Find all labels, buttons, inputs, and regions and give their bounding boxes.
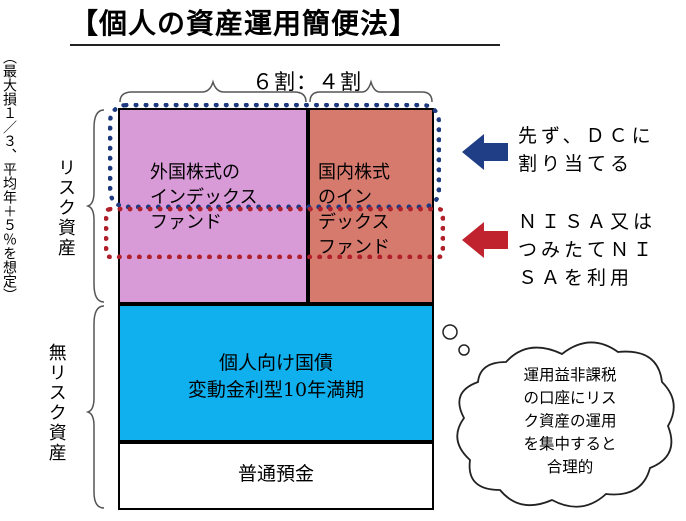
foreign-fund-label: 外国株式の インデックス ファンド <box>150 160 257 235</box>
bond-label: 個人向け国債 変動金利型10年満期 <box>118 350 434 404</box>
nisa-callout: ＮＩＳＡ又は つみたてＮＩ ＳＡを利用 <box>518 208 656 292</box>
foreign-fund-line: インデックス <box>150 187 258 208</box>
nisa-allocation-outline <box>104 207 445 259</box>
ratio-braces <box>119 79 433 103</box>
thought-bubble-icon <box>442 324 675 508</box>
six-tenths-brace <box>119 79 307 103</box>
title-underline <box>70 44 500 46</box>
thought-line: の口座にリス <box>523 389 617 407</box>
bond-line: 個人向け国債 <box>218 352 333 374</box>
domestic-fund-label: 国内株式 のイン デックス ファンド <box>318 160 390 260</box>
no-risk-assets-label-col1: 無リスク <box>45 343 67 423</box>
domestic-fund-line: 国内株式 <box>318 162 390 183</box>
risk-assets-label: リスク資産 <box>55 158 76 258</box>
left-arrow-icon <box>462 134 508 170</box>
thought-line: ク資産の運用 <box>523 412 617 430</box>
foreign-fund-line: ファンド <box>150 212 222 233</box>
bond-line: 変動金利型10年満期 <box>187 379 365 401</box>
side-braces <box>86 109 105 509</box>
left-arrow-icon <box>462 222 508 258</box>
thought-line: を集中すると <box>523 435 617 453</box>
page-title: 【個人の資産運用簡便法】 <box>70 7 419 40</box>
thought-line: 運用益非課税 <box>523 366 617 384</box>
risk-assets-brace <box>86 109 105 303</box>
thought-bubble-text: 運用益非課税 の口座にリス ク資産の運用 を集中すると 合理的 <box>472 364 668 479</box>
thought-line: 合理的 <box>546 458 594 476</box>
dc-callout-line: 割り当てる <box>518 153 634 175</box>
no-risk-assets-label-col2: 資産 <box>45 423 67 463</box>
nisa-callout-line: つみたてＮＩ <box>518 239 657 261</box>
deposit-label: 普通預金 <box>237 463 314 485</box>
domestic-fund-line: デックス <box>318 212 390 233</box>
dc-callout: 先ず、ＤＣに 割り当てる <box>518 122 655 178</box>
no-risk-assets-label: 無リスク資産 <box>45 343 67 463</box>
nisa-callout-line: ＮＩＳＡ又は <box>518 211 657 233</box>
ratio-label: ６割：４割 <box>252 70 362 94</box>
domestic-fund-line: ファンド <box>318 237 390 258</box>
savings-deposit-block <box>118 442 434 510</box>
government-bond-block <box>118 304 434 442</box>
dc-callout-line: 先ず、ＤＣに <box>518 125 655 147</box>
four-tenths-brace <box>309 79 433 103</box>
dc-allocation-outline <box>108 103 441 209</box>
foreign-fund-line: 外国株式の <box>150 162 240 183</box>
no-risk-assets-brace <box>86 305 105 509</box>
nisa-callout-line: ＳＡを利用 <box>518 267 634 289</box>
domestic-fund-line: のイン <box>318 187 372 208</box>
assumption-note: （最大損１／３、平均年＋５％を想定） <box>1 50 17 302</box>
